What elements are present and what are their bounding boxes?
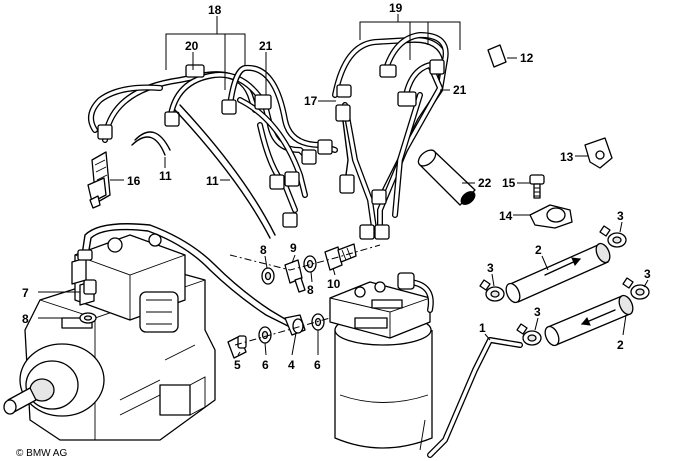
label-6-right: 6 bbox=[314, 358, 321, 372]
injector-pipes-left bbox=[88, 64, 338, 228]
center-line-lower bbox=[234, 317, 331, 346]
part-12-plug bbox=[487, 44, 507, 68]
part-11-hoses bbox=[131, 104, 276, 239]
injector-pipes-right bbox=[332, 32, 449, 240]
label-22: 22 bbox=[478, 176, 492, 190]
label-3-upper-right: 3 bbox=[617, 209, 624, 223]
label-16: 16 bbox=[127, 174, 141, 188]
label-10: 10 bbox=[327, 277, 341, 291]
part-labels: 18 19 20 21 12 21 17 13 16 11 11 22 15 1… bbox=[16, 1, 651, 459]
label-1: 1 bbox=[479, 321, 486, 335]
label-11-left: 11 bbox=[159, 169, 172, 183]
label-15: 15 bbox=[502, 176, 516, 190]
leader-lines bbox=[38, 14, 649, 356]
label-7: 7 bbox=[22, 286, 29, 300]
label-13: 13 bbox=[560, 150, 574, 164]
label-6-left: 6 bbox=[262, 358, 269, 372]
label-20: 20 bbox=[185, 39, 199, 53]
part-22-cylinder bbox=[417, 149, 476, 206]
center-line bbox=[229, 244, 381, 271]
label-17: 17 bbox=[304, 94, 318, 108]
label-21-left: 21 bbox=[259, 39, 273, 53]
label-8-mid: 8 bbox=[307, 283, 314, 297]
label-21-right: 21 bbox=[453, 83, 467, 97]
label-11-middle: 11 bbox=[206, 174, 219, 188]
fuel-filter bbox=[329, 272, 434, 451]
label-12: 12 bbox=[520, 51, 534, 65]
part-1-fuel-line bbox=[427, 337, 523, 458]
label-8-upper: 8 bbox=[260, 243, 267, 257]
part-16-injector bbox=[87, 151, 111, 209]
label-19: 19 bbox=[389, 1, 403, 15]
injection-pump bbox=[3, 233, 216, 441]
label-14: 14 bbox=[499, 209, 513, 223]
label-3-right: 3 bbox=[644, 267, 651, 281]
label-3-lower: 3 bbox=[534, 305, 541, 319]
part-13-clip bbox=[584, 137, 613, 169]
label-5: 5 bbox=[234, 358, 241, 372]
part-17-sender bbox=[335, 104, 355, 194]
copyright-notice: © BMW AG bbox=[16, 448, 67, 459]
fuel-hose-lower bbox=[516, 277, 650, 347]
part-15-screw bbox=[529, 174, 545, 199]
fittings bbox=[79, 243, 357, 359]
part-14-bracket bbox=[529, 204, 573, 229]
label-2-lower: 2 bbox=[617, 338, 624, 352]
fuel-hose-upper bbox=[479, 225, 627, 304]
label-4: 4 bbox=[288, 358, 295, 372]
label-9: 9 bbox=[290, 241, 297, 255]
label-18: 18 bbox=[208, 3, 222, 17]
label-2-upper: 2 bbox=[535, 243, 542, 257]
label-3-mid-left: 3 bbox=[487, 261, 494, 275]
label-8-left: 8 bbox=[22, 312, 29, 326]
part-4-line bbox=[77, 223, 306, 336]
